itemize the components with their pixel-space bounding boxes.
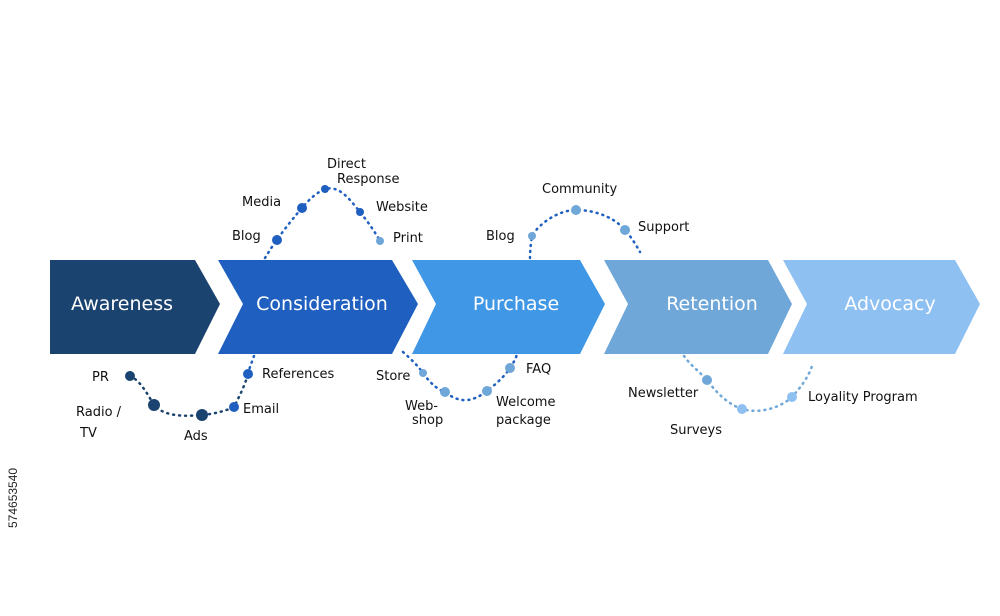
labels-purchase: Blog Community Support Store Web- shop W… [376,182,689,428]
dot-radio-tv [148,399,160,411]
dot-website [356,208,364,216]
stage-label-advocacy: Advocacy [844,293,935,315]
dots-awareness [125,371,239,421]
dot-references [243,369,253,379]
stage-awareness: Awareness [50,260,220,354]
label-print: Print [393,231,423,246]
dot-pr [125,371,135,381]
dot-loyality-program [787,392,797,402]
connector-purchase-bottom [401,350,519,402]
chevron-retention [604,260,792,354]
label-radio: Radio / [76,405,122,420]
dot-media [297,203,307,213]
chevron-advocacy [783,260,980,354]
dot-faq [505,363,515,373]
connector-purchase-top [528,208,642,260]
dot-blog-consideration [272,235,282,245]
dot-newsletter [702,375,712,385]
dot-web-shop [440,387,450,397]
label-email: Email [243,402,279,417]
dots-purchase [419,205,630,397]
stage-purchase: Purchase [412,260,605,354]
dot-support [620,225,630,235]
label-community: Community [542,182,618,197]
dots-retention [702,375,797,414]
label-welcome: Welcome [496,395,555,410]
label-response: Response [337,172,399,187]
label-loyality-program: Loyality Program [808,390,918,405]
dot-direct-response [321,185,329,193]
connector-consideration-top [263,187,382,260]
dot-email [229,402,239,412]
label-shop: shop [412,413,443,428]
stage-label-purchase: Purchase [473,293,559,315]
label-web: Web- [405,399,438,414]
dot-surveys [737,404,747,414]
label-ads: Ads [184,429,208,444]
dots-consideration [243,185,384,379]
labels-retention: Newsletter Surveys Loyality Program [628,386,918,438]
dot-welcome-package [482,386,492,396]
dot-print [376,237,384,245]
stage-label-awareness: Awareness [71,293,173,315]
stage-retention: Retention [604,260,792,354]
chevron-consideration [218,260,418,354]
dot-community [571,205,581,215]
dot-store [419,369,427,377]
connector-retention [682,354,814,413]
dot-blog-purchase [528,232,536,240]
label-surveys: Surveys [670,423,722,438]
label-media: Media [242,195,281,210]
stage-label-consideration: Consideration [256,293,388,315]
label-newsletter: Newsletter [628,386,699,401]
label-blog-purchase: Blog [486,229,515,244]
label-blog-consideration: Blog [232,229,261,244]
labels-consideration: Blog Media Direct Response Website Print… [232,157,428,382]
chevron-awareness [50,260,220,354]
stage-label-retention: Retention [666,293,758,315]
chevron-purchase [412,260,605,354]
label-direct: Direct [327,157,366,172]
label-store: Store [376,369,410,384]
label-pr: PR [92,370,109,385]
label-website: Website [376,200,428,215]
labels-awareness: PR Radio / TV Ads Email [76,370,279,444]
stage-consideration: Consideration [218,260,418,354]
label-tv: TV [79,426,97,441]
stage-advocacy: Advocacy [783,260,980,354]
label-package: package [496,413,551,428]
label-faq: FAQ [526,362,551,377]
dot-ads [196,409,208,421]
label-support: Support [638,220,689,235]
label-references: References [262,367,334,382]
